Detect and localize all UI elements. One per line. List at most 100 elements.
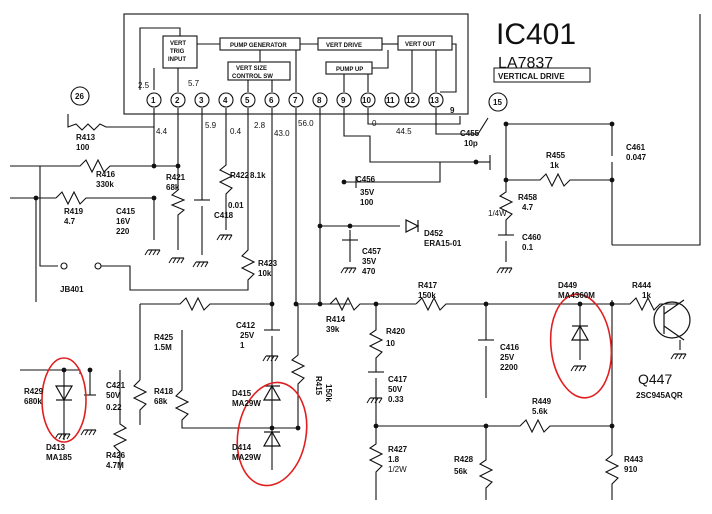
c456-ref: C456 [356,175,376,184]
block-label-trig-1: VERT [170,41,186,47]
pin-label: 4 [223,96,228,105]
highlight-d449 [549,293,613,399]
component-labels: R413 100 R416 330k R419 4.7 C415 16V 220… [24,129,683,476]
r443-val: 910 [624,465,638,474]
r458-val: 4.7 [522,203,534,212]
r455-val: 1k [550,161,559,170]
block-label-trig-3: INPUT [168,57,186,63]
jumper-jb401-left [60,262,68,270]
r419-ref: R419 [64,207,84,216]
ic-part-number: LA7837 [498,55,553,72]
r425-val: 1.5M [154,343,172,352]
highlight-d415-d414 [236,381,308,487]
r444-ref: R444 [632,281,652,290]
pin-label: 7 [293,96,298,105]
d414-val: MA29W [232,453,261,462]
c416-ref: C416 [500,343,520,352]
ic-pin-6 [264,92,280,108]
d414-ref: D414 [232,443,252,452]
pin-9-output-label: 9 [450,106,455,115]
jb401-ref: JB401 [60,285,84,294]
d415-ref: D415 [232,389,252,398]
r413-val: 100 [76,143,90,152]
r427-note: 1/2W [388,465,407,474]
ic-pin-10 [360,92,376,108]
r423-val: 10k [258,269,272,278]
c417-value: 0.33 [388,395,404,404]
c417-voltage: 50V [388,385,403,394]
marker-15: 15 [493,98,502,107]
wiring [10,13,701,500]
ic-function: VERTICAL DRIVE [498,72,565,81]
ic-pin-12 [404,92,420,108]
r427-ref: R427 [388,445,408,454]
r427-val: 1.8 [388,455,400,464]
c412-value: 1 [240,341,245,350]
c415-ref: C415 [116,207,136,216]
r425-ref: R425 [154,333,174,342]
c418-ref: C418 [214,211,234,220]
c421-value: 0.22 [106,403,122,412]
block-label-pump-up: PUMP UP [336,67,363,73]
transistor-q447-symbol [653,299,691,341]
ic-pin-2 [170,92,186,108]
pin-label: 3 [199,96,204,105]
highlight-rings [41,293,613,487]
voltage-p7: 43.0 [274,129,290,138]
ic-pins [60,86,508,270]
c421-ref: C421 [106,381,126,390]
block-label-vert-out: VERT OUT [405,42,436,48]
jumper-jb401-right [94,262,102,270]
marker-26-circle [70,86,90,106]
ic-pin-11 [384,92,400,108]
r429-val: 680k [24,397,42,406]
c415-voltage: 16V [116,217,131,226]
voltage-p4: 5.9 [205,121,217,130]
pin-label: 1 [151,96,156,105]
block-label-trig-2: TRIG [170,49,185,55]
block-label-size-2: CONTROL SW [232,74,273,80]
ic-pin-4 [218,92,234,108]
ic-designator: IC401 [496,18,576,51]
ic-pin-1 [146,92,162,108]
q447-ref: Q447 [638,371,672,387]
block-vert-size-control [227,61,291,81]
voltage-p6: 2.8 [254,121,266,130]
pin-label: 8 [317,96,322,105]
r422-ref: R422 [230,171,250,180]
block-label-pump-gen: PUMP GENERATOR [230,43,287,49]
ic-pin-5 [240,92,256,108]
c457-voltage: 35V [362,257,377,266]
r443-ref: R443 [624,455,644,464]
voltage-p1: 2.5 [138,81,150,90]
q447-val: 2SC945AQR [636,391,683,400]
diode-d413-symbol [54,385,74,402]
r428-val: 56k [454,467,468,476]
c415-value: 220 [116,227,130,236]
d449-ref: D449 [558,281,578,290]
block-label-size-1: VERT SIZE [236,66,267,72]
r420-ref: R420 [386,327,406,336]
r420-val: 10 [386,339,395,348]
c455-val: 10p [464,139,478,148]
pin-label: 5 [245,96,250,105]
r414-ref: R414 [326,315,346,324]
ic-pin-9 [336,92,352,108]
voltage-p8: 56.0 [298,119,314,128]
ic-function-box [493,67,591,83]
block-vert-out [397,35,453,51]
marker-15-circle [488,92,508,112]
c455-ref: C455 [460,129,480,138]
pin-label: 12 [406,96,415,105]
diode-d449-symbol [570,324,590,341]
d415-val: MA29W [232,399,261,408]
ic-pin-3 [194,92,210,108]
diode-d414-symbol [262,430,282,447]
r455-ref: R455 [546,151,566,160]
r413-ref: R413 [76,133,96,142]
ic-pin-8 [312,92,328,108]
r418-ref: R418 [154,387,174,396]
d452-val: ERA15-01 [424,239,462,248]
d413-ref: D413 [46,443,66,452]
r414-val: 39k [326,325,340,334]
